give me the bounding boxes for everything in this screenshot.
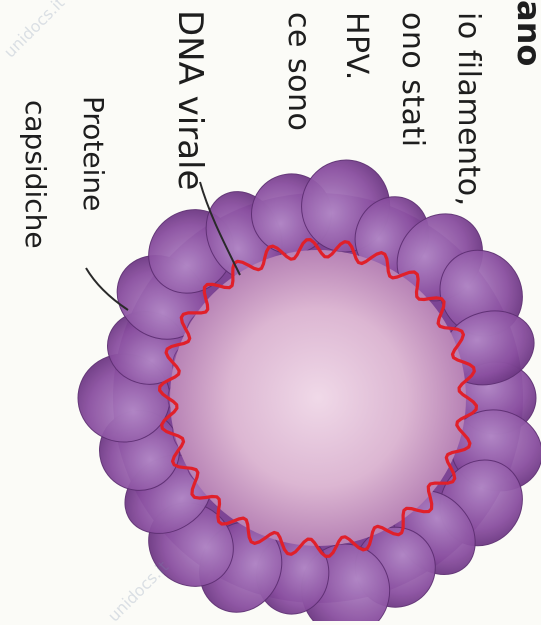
body-text-line-2: ono stati bbox=[395, 12, 430, 148]
heading-fragment: ano bbox=[510, 0, 541, 66]
capsid-label-line1: Proteine bbox=[77, 96, 110, 211]
body-text-line-3: HPV. bbox=[339, 12, 374, 81]
viral-core bbox=[170, 250, 466, 546]
body-text-line-4: ce sono bbox=[281, 12, 316, 131]
dna-label: DNA virale bbox=[170, 10, 210, 190]
body-text-line-1: io filamento, bbox=[451, 12, 486, 207]
capsid-label-line2: capsidiche bbox=[19, 100, 52, 249]
